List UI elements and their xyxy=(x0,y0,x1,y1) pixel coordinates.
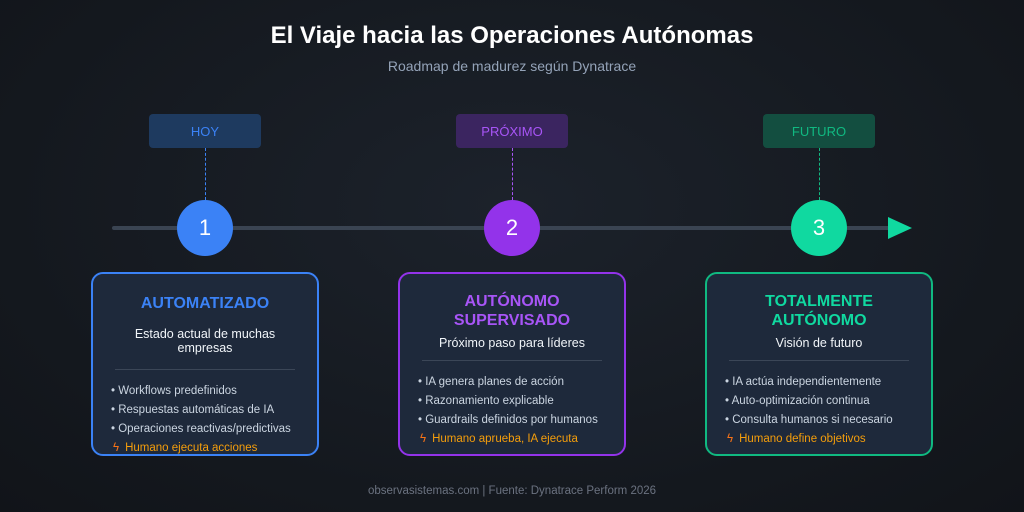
tag-hoy: HOY xyxy=(149,114,261,148)
highlight-text: Humano aprueba, IA ejecuta xyxy=(432,433,578,445)
connector xyxy=(205,148,206,200)
footer: observasistemas.com | Fuente: Dynatrace … xyxy=(367,485,657,497)
page-title: El Viaje hacia las Operaciones Autónomas xyxy=(270,22,754,49)
page-subtitle: Roadmap de madurez según Dynatrace xyxy=(387,58,637,74)
list-item: • Consulta humanos si necesario xyxy=(725,414,893,426)
card-title: TOTALMENTE AUTÓNOMO xyxy=(765,293,873,329)
lightning-icon: ϟ xyxy=(113,442,120,454)
highlight-text: Humano ejecuta acciones xyxy=(125,442,258,454)
lightning-icon: ϟ xyxy=(727,433,734,445)
divider xyxy=(729,360,909,361)
tag-proximo: PRÓXIMO xyxy=(456,114,568,148)
card-subtitle: Visión de futuro xyxy=(775,336,863,350)
timeline-arrow-icon xyxy=(888,217,912,239)
highlight: ϟ Humano aprueba, IA ejecuta xyxy=(414,430,610,449)
step-2-circle: 2 xyxy=(484,200,540,256)
tag-futuro: FUTURO xyxy=(763,114,875,148)
connector xyxy=(819,148,820,200)
lightning-icon: ϟ xyxy=(420,433,427,445)
card-subtitle: Estado actual de muchas empresas xyxy=(134,327,276,355)
list-item: • Guardrails definidos por humanos xyxy=(418,414,598,426)
list-item: • Razonamiento explicable xyxy=(418,395,554,407)
stage-card-supervisado: AUTÓNOMO SUPERVISADO Próximo paso para l… xyxy=(398,272,626,456)
list-item: • IA genera planes de acción xyxy=(418,376,564,388)
list-item: • Workflows predefinidos xyxy=(111,385,237,397)
highlight: ϟ Humano ejecuta acciones xyxy=(107,439,303,458)
highlight: ϟ Humano define objetivos xyxy=(721,430,917,449)
card-title: AUTOMATIZADO xyxy=(140,295,270,312)
highlight-text: Humano define objetivos xyxy=(739,433,866,445)
card-subtitle: Próximo paso para líderes xyxy=(439,336,585,350)
stage-card-autonomo: TOTALMENTE AUTÓNOMO Visión de futuro • I… xyxy=(705,272,933,456)
stage-card-automatizado: AUTOMATIZADO Estado actual de muchas emp… xyxy=(91,272,319,456)
connector xyxy=(512,148,513,200)
divider xyxy=(115,369,295,370)
list-item: • Operaciones reactivas/predictivas xyxy=(111,423,291,435)
card-title: AUTÓNOMO SUPERVISADO xyxy=(453,293,571,329)
list-item: • Respuestas automáticas de IA xyxy=(111,404,275,416)
list-item: • IA actúa independientemente xyxy=(725,376,882,388)
step-3-circle: 3 xyxy=(791,200,847,256)
list-item: • Auto-optimización continua xyxy=(725,395,870,407)
divider xyxy=(422,360,602,361)
step-1-circle: 1 xyxy=(177,200,233,256)
